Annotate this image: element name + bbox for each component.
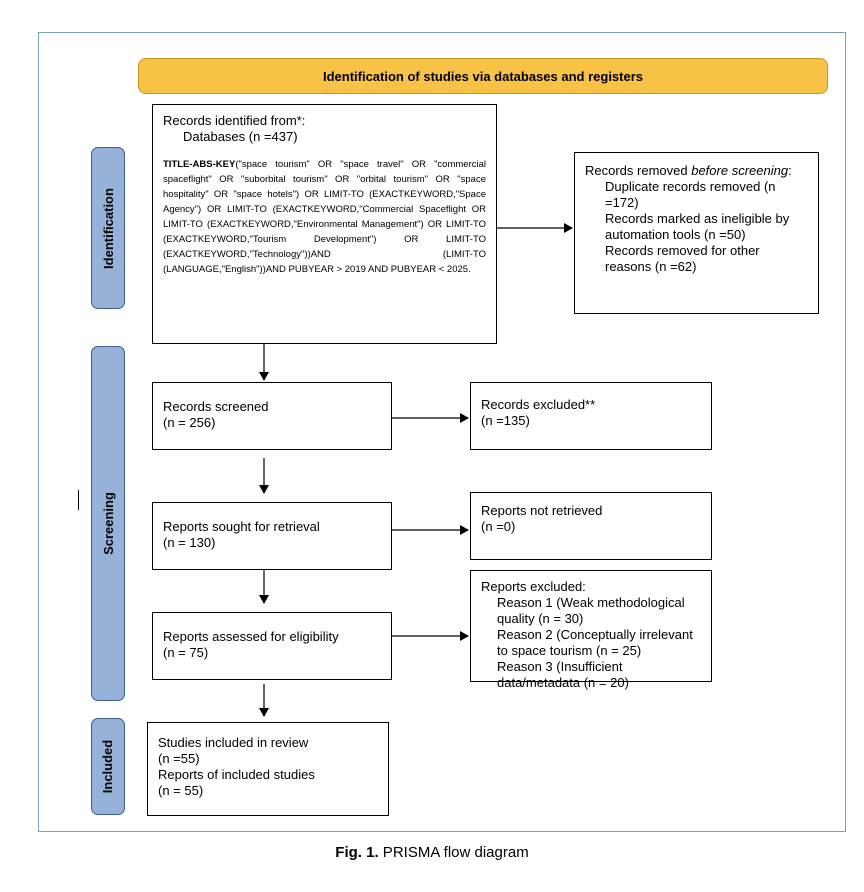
caption-label: Fig. 1.: [335, 844, 379, 861]
not-retrieved-count: (n =0): [481, 519, 516, 534]
caption-text: PRISMA flow diagram: [378, 844, 529, 861]
phase-screening: Screening: [91, 346, 125, 701]
included-label: Studies included in review: [158, 735, 309, 750]
records-removed-box: Records removed before screening: Duplic…: [574, 152, 819, 314]
removed-title-a: Records removed: [585, 163, 692, 178]
search-query: TITLE-ABS-KEY("space tourism" OR "space …: [163, 157, 486, 277]
removed-title-c: :: [788, 163, 792, 178]
diagram-frame: [38, 32, 846, 832]
reason-3: Reason 3 (Insufficient data/metadata (n …: [497, 659, 629, 690]
included-reports-count: (n = 55): [158, 783, 204, 798]
assessed-count: (n = 75): [163, 645, 209, 660]
excluded-count: (n =135): [481, 413, 530, 428]
reports-sought-box: Reports sought for retrieval (n = 130): [152, 502, 392, 570]
removed-title: Records removed before screening:: [585, 163, 808, 179]
identified-databases: Databases (n =437): [183, 129, 298, 144]
reason-2: Reason 2 (Conceptually irrelevant to spa…: [497, 627, 693, 658]
phase-identification: Identification: [91, 147, 125, 309]
included-count: (n =55): [158, 751, 200, 766]
excluded-label: Records excluded**: [481, 397, 596, 412]
removed-title-b: before screening: [691, 163, 789, 178]
banner-title: Identification of studies via databases …: [322, 68, 644, 84]
removed-other: Records removed for other reasons (n =62…: [605, 243, 760, 274]
records-excluded-box: Records excluded** (n =135): [470, 382, 712, 450]
reports-not-retrieved-box: Reports not retrieved (n =0): [470, 492, 712, 560]
sought-label: Reports sought for retrieval: [163, 519, 320, 534]
studies-included-box: Studies included in review (n =55) Repor…: [147, 722, 389, 816]
records-screened-box: Records screened (n = 256): [152, 382, 392, 450]
reports-excluded-title: Reports excluded:: [481, 579, 586, 594]
sought-count: (n = 130): [163, 535, 216, 550]
assessed-label: Reports assessed for eligibility: [163, 629, 339, 644]
screened-count: (n = 256): [163, 415, 216, 430]
reports-excluded-box: Reports excluded: Reason 1 (Weak methodo…: [470, 570, 712, 690]
removed-duplicates: Duplicate records removed (n =172): [605, 179, 776, 210]
phase-included: Included: [91, 718, 125, 815]
query-text: ("space tourism" OR "space travel" OR "c…: [163, 159, 486, 275]
screened-label: Records screened: [163, 399, 269, 414]
reports-assessed-box: Reports assessed for eligibility (n = 75…: [152, 612, 392, 680]
stray-tick-mark: [78, 490, 79, 510]
records-identified-box: Records identified from*: Databases (n =…: [152, 104, 497, 344]
included-reports-label: Reports of included studies: [158, 767, 315, 782]
query-key: TITLE-ABS-KEY: [163, 159, 236, 170]
identified-line1: Records identified from*:: [163, 113, 306, 128]
figure-caption: Fig. 1. PRISMA flow diagram: [0, 844, 864, 861]
identification-banner: Identification of studies via databases …: [138, 58, 828, 94]
not-retrieved-label: Reports not retrieved: [481, 503, 603, 518]
reason-1: Reason 1 (Weak methodological quality (n…: [497, 595, 685, 626]
removed-automation: Records marked as ineligible by automati…: [605, 211, 790, 242]
